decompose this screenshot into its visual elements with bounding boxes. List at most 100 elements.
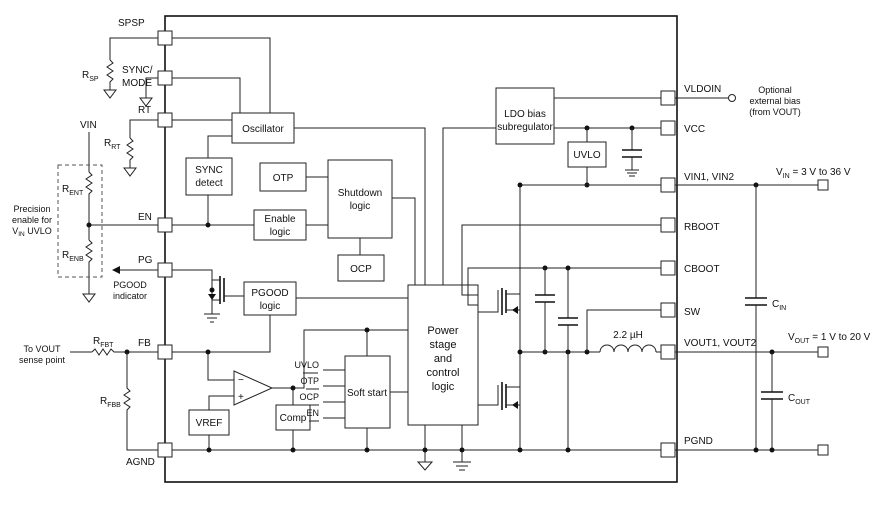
- block-power-stage-label-1: Power: [427, 325, 459, 337]
- block-power-stage: [407, 284, 479, 426]
- label-to-vout-1: To VOUT: [23, 344, 61, 354]
- arrow-pg: [112, 266, 120, 274]
- block-pgood-logic: [243, 281, 297, 316]
- block-vref-label: VREF: [196, 418, 223, 429]
- pin-pgnd: [660, 442, 676, 458]
- block-sync-detect-label-1: SYNC: [195, 165, 223, 176]
- label-cout: COUT: [788, 393, 811, 406]
- label-rfbb: RFBB: [100, 396, 121, 409]
- block-ocp: [337, 254, 385, 282]
- pin-sw: [660, 302, 676, 318]
- terminal-vout: [817, 346, 829, 358]
- block-soft-start: [344, 355, 391, 429]
- label-vin-range: VIN = 3 V to 36 V: [776, 167, 851, 180]
- resistor-rfbb: [123, 352, 158, 451]
- block-sync-detect: [185, 157, 233, 196]
- block-uvlo-label: UVLO: [573, 150, 600, 161]
- resistor-rsp: [106, 59, 114, 90]
- ground-agnd: [416, 461, 434, 471]
- label-rsp: RSP: [82, 70, 99, 83]
- pin-sync-mode: [157, 70, 173, 86]
- ground-sync-mode: [139, 97, 153, 107]
- pin-label-pg: PG: [138, 255, 153, 266]
- resistor-renb: [85, 239, 93, 294]
- wire-sync-mode: [145, 77, 158, 98]
- soft-start-input-otp: OTP: [300, 376, 319, 386]
- ground-renb: [82, 293, 96, 303]
- label-optional-1: Optional: [758, 85, 792, 95]
- label-optional-3: (from VOUT): [749, 107, 801, 117]
- block-enable-logic: [253, 209, 307, 241]
- pin-label-fb: FB: [138, 338, 151, 349]
- pin-rt: [157, 112, 173, 128]
- pin-en: [157, 217, 173, 233]
- soft-start-input-uvlo: UVLO: [294, 360, 319, 370]
- pin-label-cboot: CBOOT: [684, 264, 720, 275]
- pin-label-pgnd: PGND: [684, 436, 713, 447]
- pin-label-sw: SW: [684, 307, 701, 318]
- pin-cboot: [660, 260, 676, 276]
- label-rent: RENT: [62, 184, 84, 197]
- label-optional-2: external bias: [749, 96, 801, 106]
- block-otp-label: OTP: [273, 173, 294, 184]
- block-power-stage-label-2: stage: [430, 339, 457, 351]
- block-ldo-label-1: LDO bias: [504, 109, 546, 120]
- pin-vldoin: [660, 90, 676, 106]
- pin-pg: [157, 262, 173, 278]
- label-to-vout-2: sense point: [19, 355, 66, 365]
- pin-label-vin: VIN1, VIN2: [684, 172, 734, 183]
- pin-label-vout: VOUT1, VOUT2: [684, 338, 757, 349]
- pin-label-agnd: AGND: [126, 457, 155, 468]
- svg-text:−: −: [238, 375, 244, 386]
- pin-spsp: [157, 30, 173, 46]
- error-amplifier: [233, 370, 274, 406]
- block-power-stage-label-5: logic: [432, 381, 455, 393]
- pin-label-rboot: RBOOT: [684, 222, 720, 233]
- terminal-optional-bias: [728, 94, 736, 102]
- pin-label-sync-mode-2: MODE: [122, 78, 152, 89]
- label-pgood-ind-1: PGOOD: [113, 280, 147, 290]
- pin-label-spsp: SPSP: [118, 18, 145, 29]
- block-pgood-label-2: logic: [260, 301, 281, 312]
- block-sync-detect-label-2: detect: [195, 178, 222, 189]
- block-shutdown-label-2: logic: [350, 201, 371, 212]
- label-precision-3: VIN UVLO: [12, 226, 52, 238]
- block-power-stage-label-4: control: [426, 367, 459, 379]
- ic-package-outline: [164, 15, 678, 483]
- pin-agnd: [157, 442, 173, 458]
- pin-label-rt: RT: [138, 105, 151, 116]
- block-pgood-label-1: PGOOD: [251, 288, 288, 299]
- pin-vout: [660, 344, 676, 360]
- block-soft-start-label: Soft start: [347, 388, 387, 399]
- label-vout-range: VOUT = 1 V to 20 V: [788, 332, 871, 345]
- pin-label-en: EN: [138, 212, 152, 223]
- resistor-rrt: [126, 137, 134, 168]
- label-precision-1: Precision: [13, 204, 50, 214]
- label-vin: VIN: [80, 120, 97, 131]
- wire-rt: [129, 119, 158, 138]
- terminal-pgnd: [817, 444, 829, 456]
- block-enable-label-2: logic: [270, 227, 291, 238]
- svg-text:+: +: [238, 392, 244, 403]
- block-ldo-bias: [495, 87, 555, 145]
- soft-start-input-en: EN: [306, 408, 319, 418]
- label-cin: CIN: [772, 299, 786, 312]
- precision-enable-box: [57, 164, 103, 278]
- pin-fb: [157, 344, 173, 360]
- soft-start-input-ocp: OCP: [299, 392, 319, 402]
- pin-label-vcc: VCC: [684, 124, 705, 135]
- pin-label-sync-mode-1: SYNC/: [122, 65, 153, 76]
- label-pgood-ind-2: indicator: [113, 291, 147, 301]
- label-precision-2: enable for: [12, 215, 52, 225]
- block-power-stage-label-3: and: [434, 353, 452, 365]
- resistor-rent: [85, 171, 93, 240]
- block-ldo-label-2: subregulator: [497, 122, 553, 133]
- label-inductor: 2.2 µH: [613, 330, 643, 341]
- block-shutdown-label-1: Shutdown: [338, 188, 382, 199]
- pin-label-vldoin: VLDOIN: [684, 84, 721, 95]
- pin-vin: [660, 177, 676, 193]
- block-oscillator-label: Oscillator: [242, 124, 284, 135]
- block-ocp-label: OCP: [350, 264, 372, 275]
- pin-rboot: [660, 217, 676, 233]
